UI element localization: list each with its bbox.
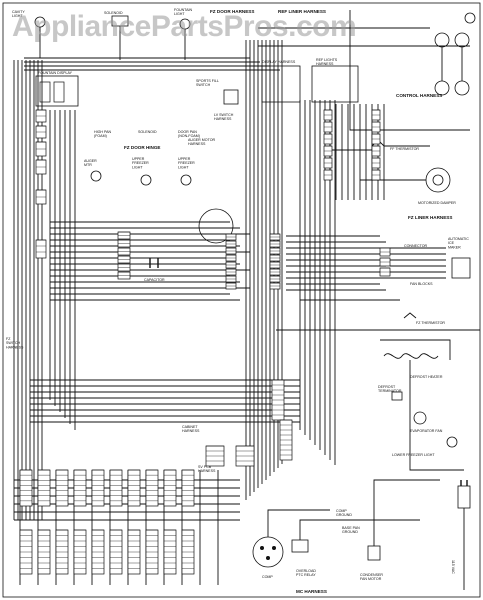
connector-block <box>127 469 141 507</box>
evaporator-fan-label: EVAPORATOR FAN <box>410 429 443 433</box>
connector-block <box>91 469 105 507</box>
evaporator-fan-group: EVAPORATOR FAN <box>410 411 443 433</box>
vac-label: 115 VAC <box>451 560 455 574</box>
mc-harness-label: MC HARNESS <box>296 589 327 594</box>
power-plug-group: 115 VAC <box>451 480 471 590</box>
motorized-damper-group: MOTORIZED DAMPER <box>418 167 456 205</box>
fan-motor-symbol <box>198 208 234 244</box>
solenoid-top-label: SOLENOID <box>104 11 123 15</box>
connector-block <box>145 469 159 507</box>
control-harness-label: CONTROL HARNESS <box>396 93 442 98</box>
connector-label: CONNECTOR <box>404 244 427 248</box>
display-harness-label: DISPLAY HARNESS <box>262 60 296 64</box>
wire <box>373 479 440 546</box>
defrost-heater-group: DEFROST HEATER <box>383 353 443 379</box>
ref-liner-harness-label: REF LINER HARNESS <box>278 9 326 14</box>
watermark: AppliancePartsPros.com <box>12 10 356 43</box>
ref-light-bulbs <box>434 12 476 96</box>
wire <box>330 145 430 151</box>
solenoid-mid-label: SOLENOID <box>138 130 157 134</box>
compressor-group: COMP <box>252 536 284 579</box>
capacitor-label: CAPACITOR <box>144 278 165 282</box>
capacitor-group: CAPACITOR <box>144 258 165 282</box>
comp-label: COMP <box>262 575 273 579</box>
fz-door-hinge-label: FZ DOOR HINGE <box>124 145 161 150</box>
wire <box>409 360 464 471</box>
wire <box>267 509 330 537</box>
wire <box>380 339 451 360</box>
fz-thermistor-group: FZ THERMISTOR <box>403 312 445 325</box>
connector-block <box>163 469 177 507</box>
wire-bundle <box>13 10 480 585</box>
motorized-damper-label: MOTORIZED DAMPER <box>418 201 456 205</box>
connector-block <box>37 469 51 507</box>
connector-block <box>55 469 69 507</box>
connector-blocks <box>19 109 391 575</box>
fan-blocks-label: FAN BLOCKS <box>410 282 433 286</box>
wire <box>299 519 420 540</box>
connector-block <box>19 469 33 507</box>
ff-thermistor-label: FF THERMISTOR <box>390 147 419 151</box>
connector-block <box>73 469 87 507</box>
fountain-display-label: FOUNTAIN DISPLAY <box>38 71 73 75</box>
door-pan-label: DOOR PAN(NON-FOAM) <box>178 130 200 138</box>
fountain-display-block: FOUNTAIN DISPLAY <box>35 71 79 107</box>
high-pan-label: HIGH PAN(FOAM) <box>94 130 112 138</box>
fz-thermistor-label: FZ THERMISTOR <box>416 321 445 325</box>
lower-freezer-light-group: LOWER FREEZER LIGHT <box>392 436 458 457</box>
defrost-heater-label: DEFROST HEATER <box>410 375 443 379</box>
connector-block <box>109 469 123 507</box>
lower-freezer-light-label: LOWER FREEZER LIGHT <box>392 453 435 457</box>
connector-block <box>35 239 47 259</box>
wire <box>349 10 470 131</box>
fz-liner-harness-label: FZ LINER HARNESS <box>408 215 452 220</box>
fz-door-harness-label: FZ DOOR HARNESS <box>210 9 254 14</box>
connector-block <box>181 469 195 507</box>
